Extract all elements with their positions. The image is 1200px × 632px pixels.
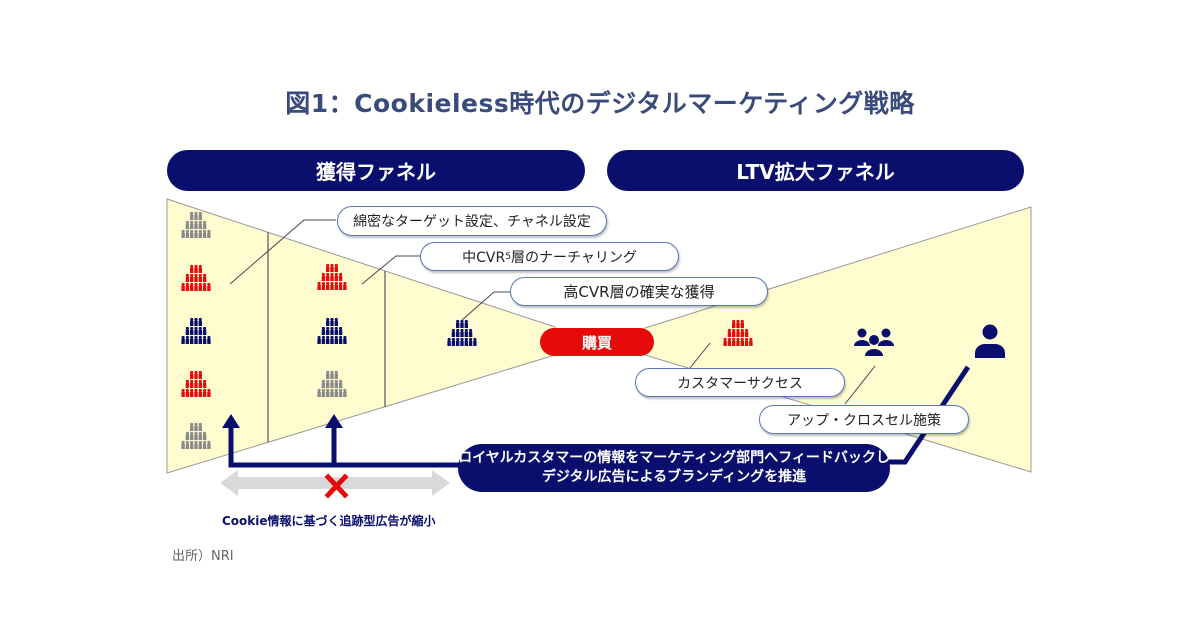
people-group-ltv-red [723, 319, 753, 346]
people-group-stage3-navy [447, 319, 477, 346]
loyal-feedback-line2: デジタル広告によるブランディングを推進 [541, 469, 807, 485]
callout-line-targeting [229, 219, 336, 285]
arrow-head-stage1-icon [222, 414, 240, 428]
figure-title: 図1：Cookieless時代のデジタルマーケティング戦略 [285, 89, 915, 118]
callout-mid-cvr-suffix: 層のナーチャリング [510, 249, 637, 266]
people-group-stage2-navy [317, 317, 347, 344]
loyal-customer-icon [975, 324, 1005, 358]
cross-mark-icon [324, 473, 349, 499]
callout-line-mid-cvr [361, 255, 420, 285]
people-group-stage1-red [181, 370, 211, 397]
loyal-feedback-line1: ロイヤルカスタマーの情報をマーケティング部門へフィードバックし [458, 450, 890, 466]
callout-line-upsell [844, 365, 876, 405]
people-group-stage1-red [181, 264, 211, 291]
callout-customer-success: カスタマーサクセス [635, 368, 845, 397]
acquisition-funnel-header: 獲得ファネル [167, 150, 585, 191]
acquisition-funnel-shape [166, 198, 556, 474]
people-group-stage1-gray [181, 422, 211, 449]
callout-line-customer-success [689, 342, 711, 369]
footnote-marker: 5 [505, 251, 511, 262]
people-group-stage2-red [317, 263, 347, 290]
purchase-badge: 購買 [540, 328, 654, 356]
people-group-stage1-gray [181, 211, 211, 238]
callout-targeting: 綿密なターゲット設定、チャネル設定 [337, 206, 607, 236]
callout-high-cvr: 高CVR層の確実な獲得 [510, 277, 768, 306]
people-group-stage1-navy [181, 317, 211, 344]
callout-upsell: アップ・クロスセル施策 [759, 405, 969, 434]
cookie-note: Cookie情報に基づく追跡型広告が縮小 [222, 514, 436, 528]
group-users-icon [854, 328, 894, 356]
arrow-head-stage2-icon [325, 414, 343, 428]
ltv-funnel-header: LTV拡大ファネル [607, 150, 1024, 191]
feedback-arrows [228, 365, 971, 468]
callout-line-high-cvr [461, 291, 512, 321]
callout-mid-cvr-prefix: 中CVR [462, 249, 506, 266]
people-group-stage2-gray [317, 370, 347, 397]
source-note: 出所）NRI [172, 549, 234, 564]
loyal-feedback-box: ロイヤルカスタマーの情報をマーケティング部門へフィードバックし デジタル広告によ… [458, 444, 890, 492]
